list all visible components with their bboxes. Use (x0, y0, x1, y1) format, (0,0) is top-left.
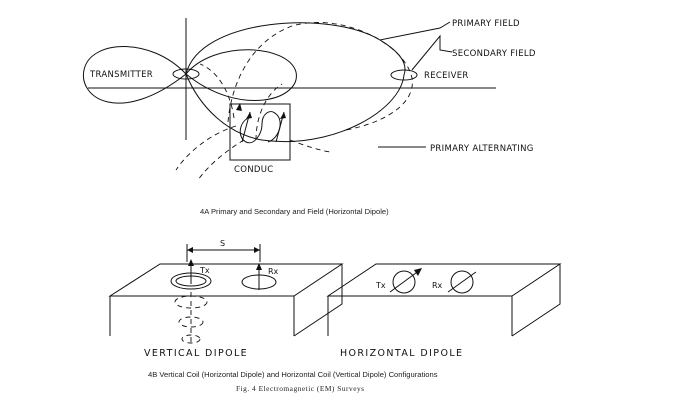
secondary-field-line-2 (255, 83, 283, 141)
horizontal-dipole-block-side (511, 264, 561, 337)
vertical-dipole-label: VERTICAL DIPOLE (144, 348, 248, 359)
induced-current-3 (181, 334, 201, 344)
spacing-arrow-left (187, 247, 193, 253)
spacing-arrow-right (254, 247, 260, 253)
rx-coil-vertical (450, 270, 474, 294)
tx-label: Tx (199, 266, 210, 275)
vertical-dipole-block-top (108, 263, 344, 297)
field-arrowhead (236, 103, 242, 111)
spacing-label: S (220, 239, 225, 248)
conductor-label: CONDUC (234, 165, 274, 175)
transmitter-coil (172, 68, 200, 80)
primary-field-right-lobe (185, 49, 297, 101)
primary-field-label: PRIMARY FIELD (452, 19, 520, 29)
horizontal-dipole-label: HORIZONTAL DIPOLE (340, 348, 463, 359)
horizontal-dipole-block-top (326, 263, 562, 297)
conductor-box (229, 103, 291, 161)
secondary-field-label: SECONDARY FIELD (452, 49, 536, 59)
secondary-field-line-right (289, 139, 331, 153)
eddy-arrowhead-right (280, 112, 286, 119)
secondary-field-leader (411, 34, 453, 71)
diagram-4a: PRIMARY FIELD SECONDARY FIELD TRANSMITTE… (82, 18, 536, 216)
induced-current-2 (178, 316, 204, 328)
caption-4b: 4B Vertical Coil (Horizontal Dipole) and… (148, 370, 438, 379)
rx-label-right: Rx (432, 281, 443, 290)
receiver-label: RECEIVER (424, 71, 469, 81)
diagram-4b: S Tx Rx VERTICAL DIPOLE Tx (108, 239, 562, 393)
rx-horizontal-dipole-line (447, 271, 477, 293)
eddy-arrowhead-left (246, 112, 252, 119)
tx-horizontal-dipole-arrow (389, 269, 421, 293)
tx-label-right: Tx (375, 281, 386, 290)
primary-field-left-lobe (82, 46, 187, 104)
secondary-field-line-left-2 (197, 139, 245, 181)
induced-current-1 (174, 295, 208, 309)
figure-title: Fig. 4 Electromagnetic (EM) Surveys (236, 384, 365, 393)
vertical-dipole-block-side (293, 264, 343, 337)
rx-label: Rx (268, 267, 279, 276)
tx-arrowhead (188, 259, 194, 266)
tx-horizontal-arrowhead (414, 268, 422, 276)
primary-field-leader (379, 21, 451, 41)
transmitter-label: TRANSMITTER (89, 70, 153, 80)
caption-4a: 4A Primary and Secondary and Field (Hori… (200, 207, 389, 216)
secondary-field-line-inner (199, 63, 235, 119)
eddy-current-loops (239, 111, 281, 144)
tx-coil-vertical (392, 270, 416, 294)
receiver-coil (390, 69, 418, 81)
rx-arrowhead (256, 263, 262, 270)
secondary-field-line (227, 22, 413, 131)
secondary-field-line-left (175, 125, 237, 171)
primary-alternating-label: PRIMARY ALTERNATING (430, 144, 534, 154)
